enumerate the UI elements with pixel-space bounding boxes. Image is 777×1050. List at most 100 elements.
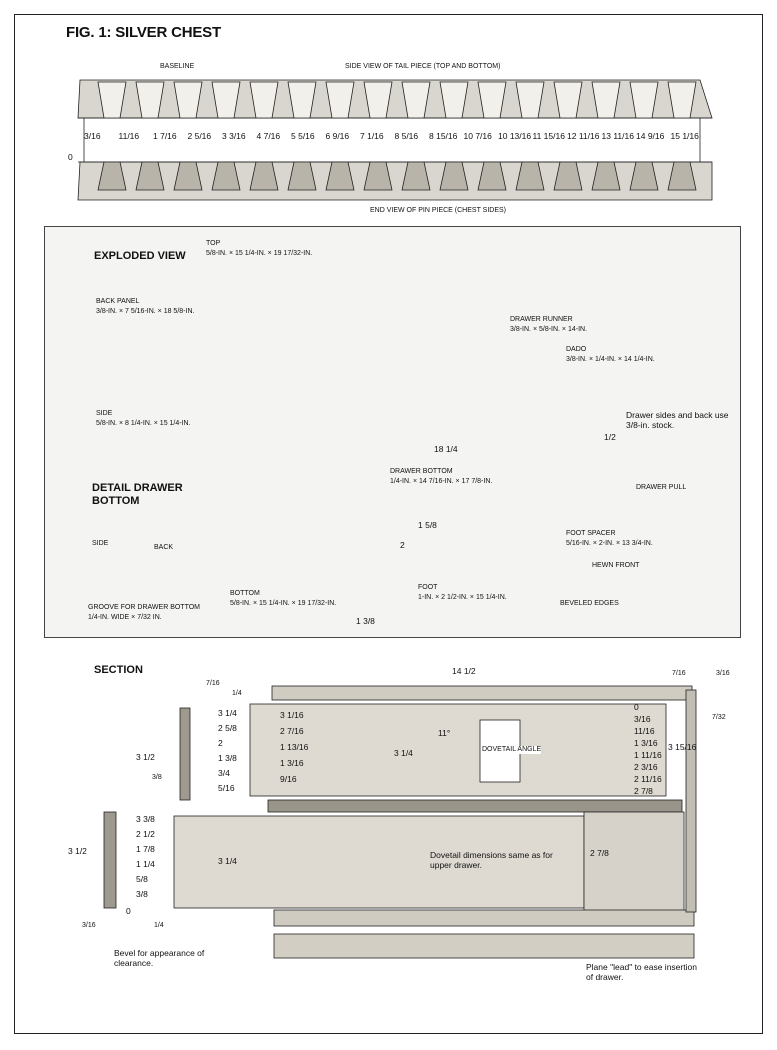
upper-inner-dim: 1 13/16 [280, 742, 309, 752]
tail-tick-label: 2 5/16 [187, 131, 212, 141]
upper-3-8: 3/8 [152, 774, 162, 781]
dado-dims: 3/8-IN. × 1/4-IN. × 14 1/4-IN. [566, 356, 655, 363]
drawer-runner-label: DRAWER RUNNER [510, 316, 573, 323]
tail-shape [553, 81, 583, 119]
top-dims: 5/8-IN. × 15 1/4-IN. × 19 17/32-IN. [206, 250, 313, 257]
pin-shape [211, 161, 241, 191]
lower-left-dim: 1 1/4 [136, 859, 155, 869]
upper-right-dim: 3/16 [634, 714, 651, 724]
exploded-panel [44, 226, 741, 638]
bevel-note: Bevel for appearance of clearance. [114, 948, 205, 968]
tail-tick-label: 7 1/16 [360, 131, 384, 141]
groove-dims: 1/4-IN. WIDE × 7/32 IN. [88, 614, 162, 621]
hewn-front-label: HEWN FRONT [592, 562, 640, 569]
pin-shape [439, 161, 469, 191]
tail-shape [173, 81, 203, 119]
dado-label: DADO [566, 346, 587, 353]
plane-note: Plane "lead" to ease insertion of drawer… [586, 962, 697, 982]
upper-right-dim: 2 7/8 [634, 786, 653, 796]
lower-height: 3 1/2 [68, 846, 87, 856]
pin-shape [629, 161, 659, 191]
upper-right-dim: 1 11/16 [634, 750, 662, 760]
pin-shape [325, 161, 355, 191]
lower-right-dim: 2 7/8 [590, 848, 609, 858]
foot-spacer-label: FOOT SPACER [566, 530, 616, 537]
tail-tick-label: 6 9/16 [325, 131, 350, 141]
pin-shape [249, 161, 279, 191]
tail-shape [287, 81, 317, 119]
tail-tick-label: 12 11/16 [567, 131, 600, 141]
detail-heading-1: DETAIL DRAWER [92, 482, 183, 494]
tail-tick-label: 8 15/16 [429, 131, 458, 141]
figure-frame [14, 14, 763, 1034]
baseline-label: BASELINE [160, 63, 195, 70]
tail-tick-label: 11 15/16 [532, 131, 565, 141]
upper-left-dim: 2 5/8 [218, 723, 237, 733]
tail-tick-label: 10 7/16 [463, 131, 492, 141]
pin-shape [553, 161, 583, 191]
tail-shape [211, 81, 241, 119]
lower-3-16: 3/16 [82, 922, 96, 929]
drawer-width-dim: 18 1/4 [434, 444, 458, 454]
upper-left-dim: 3/4 [218, 768, 230, 778]
side-dims: 5/8-IN. × 8 1/4-IN. × 15 1/4-IN. [96, 420, 191, 427]
pin-shape [477, 161, 507, 191]
drawer-pull-label: DRAWER PULL [636, 484, 687, 491]
tail-shape [249, 81, 279, 119]
half-dim: 1/2 [604, 432, 616, 442]
upper-inner-dim: 2 7/16 [280, 726, 304, 736]
dovetail-note: Dovetail dimensions same as for upper dr… [430, 850, 553, 870]
drawer-bottom-label: DRAWER BOTTOM [390, 468, 453, 475]
upper-right-dim: 0 [634, 702, 639, 712]
bottom-label: BOTTOM [230, 590, 260, 597]
tail-tick-label: 3/16 [84, 131, 101, 141]
tail-shape [97, 81, 127, 119]
lower-left-dim: 5/8 [136, 874, 148, 884]
upper-left-dim: 5/16 [218, 783, 235, 793]
groove-label: GROOVE FOR DRAWER BOTTOM [88, 604, 201, 611]
tail-shape [477, 81, 507, 119]
upper-inner-dim: 1 3/16 [280, 758, 304, 768]
pin-shape [287, 161, 317, 191]
pin-shape [515, 161, 545, 191]
tail-shape [515, 81, 545, 119]
right-7-32: 7/32 [712, 714, 726, 721]
top-label: TOP [206, 240, 221, 247]
right-3-16: 3/16 [716, 670, 730, 677]
detail-heading-2: BOTTOM [92, 495, 140, 507]
pin-shape [135, 161, 165, 191]
pin-shape [401, 161, 431, 191]
angle-dim: 11° [438, 728, 451, 738]
lower-left-dim: 1 7/8 [136, 844, 155, 854]
lower-left-dim: 3 3/8 [136, 814, 155, 824]
drawer-note: Drawer sides and back use 3/8-in. stock. [626, 410, 729, 430]
upper-inner-dim: 3 1/16 [280, 710, 304, 720]
upper-right-dim: 2 11/16 [634, 774, 662, 784]
upper-left-dim: 1 3/8 [218, 753, 237, 763]
section-heading: SECTION [94, 664, 143, 676]
overall-width-dim: 14 1/2 [452, 666, 476, 676]
lower-1-4: 1/4 [154, 922, 164, 929]
upper-right-dim: 1 3/16 [634, 738, 658, 748]
dovetail-angle-label: DOVETAIL ANGLE [482, 746, 542, 754]
tail-tick-label: 4 7/16 [256, 131, 281, 141]
upper-height: 3 1/2 [136, 752, 155, 762]
foot-label: FOOT [418, 584, 438, 591]
tail-tick-label: 11/16 [118, 131, 140, 141]
tail-caption-bottom: END VIEW OF PIN PIECE (CHEST SIDES) [370, 207, 507, 214]
lower-left-dim: 2 1/2 [136, 829, 155, 839]
tail-tick-label: 14 9/16 [636, 131, 665, 141]
foot-dims: 1-IN. × 2 1/2-IN. × 15 1/4-IN. [418, 594, 507, 601]
tail-tick-label: 3 3/16 [222, 131, 246, 141]
tail-shape [135, 81, 165, 119]
pin-shape [667, 161, 697, 191]
tail-view-drawing [77, 79, 713, 201]
section-drawing [103, 685, 697, 959]
tail-shape [591, 81, 621, 119]
lower-left-dim: 3/8 [136, 889, 148, 899]
back-panel-label: BACK PANEL [96, 298, 140, 305]
beveled-edges-label: BEVELED EDGES [560, 600, 619, 607]
top-7-16: 7/16 [206, 680, 220, 687]
tail-shape [401, 81, 431, 119]
